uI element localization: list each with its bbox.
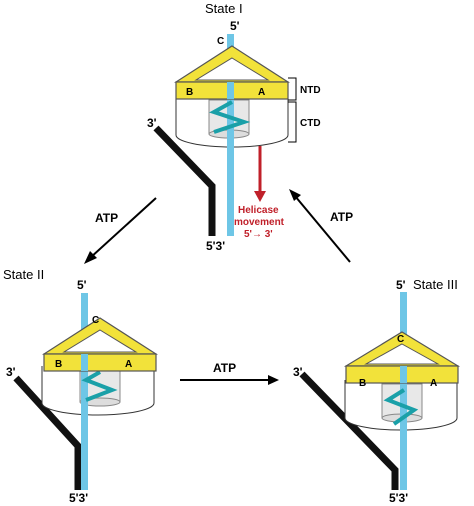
state-2-label-c: C: [92, 315, 99, 326]
state-2-bottom-5-3: 5'3': [69, 491, 88, 505]
state-2-ssdna-over-bar: [81, 354, 88, 371]
state-1-helix: [209, 100, 251, 134]
state-2-group: State II 5' 3' C B A 5'3': [3, 267, 159, 505]
state-1-ssdna-strand: [227, 34, 234, 236]
state-2-dsdna-strand: [13, 375, 82, 490]
state-3-ssdna-over-bar: [400, 366, 407, 383]
state-1-group: State I 5' 3' C B A NTD CTD 5'3' H: [147, 1, 321, 253]
state-2-label-b: B: [55, 359, 62, 370]
ctd-bracket: [288, 101, 297, 143]
state-3-bottom-5-3: 5'3': [389, 491, 408, 505]
state-1-label-b: B: [186, 87, 193, 98]
state-1-ssdna-5prime: 5': [230, 19, 240, 33]
ntd-bracket: [288, 77, 297, 101]
state-3-ssdna-5prime: 5': [396, 278, 406, 292]
arrow-3-to-1-head: [289, 189, 301, 201]
ctd-label: CTD: [300, 118, 321, 129]
state-3-title: State III: [413, 277, 458, 292]
cycle-arrows: ATP ATP ATP: [84, 189, 353, 385]
arrow-1-to-2: [89, 197, 157, 259]
helicase-movement-arrowhead: [254, 191, 266, 202]
state-2-helix: [81, 370, 118, 402]
state-3-ntd-triangle-hole: [364, 343, 440, 365]
atp-label-3: ATP: [330, 210, 353, 224]
arrow-2-to-3-head: [268, 375, 279, 385]
state-1-ntd-triangle-hole: [194, 57, 270, 81]
ntd-label: NTD: [300, 85, 321, 96]
state-2-ntd-bar: [43, 353, 157, 372]
state-3-group: State III 5' 3' C B A 5'3': [293, 277, 461, 505]
state-1-dsdna-strand: [153, 125, 216, 236]
state-2-ssdna-strand: [81, 293, 88, 490]
state-3-dsdna-strand: [299, 371, 399, 490]
state-2-title: State II: [3, 267, 44, 282]
state-2-ssdna-5prime: 5': [77, 278, 87, 292]
state-2-dsdna-3prime: 3': [6, 365, 16, 379]
state-3-label-b: B: [359, 378, 366, 389]
state-3-helix: [383, 388, 419, 426]
atp-label-1: ATP: [95, 211, 118, 225]
atp-label-2: ATP: [213, 361, 236, 375]
arrow-3-to-1: [294, 195, 351, 263]
state-2-label-a: A: [125, 359, 132, 370]
state-1-dsdna-3prime: 3': [147, 116, 157, 130]
state-3-dsdna-3prime: 3': [293, 365, 303, 379]
state-1-ssdna-over-bar: [227, 82, 234, 99]
state-3-label-c: C: [397, 334, 404, 345]
state-3-label-a: A: [430, 378, 437, 389]
helicase-movement-line1: Helicase: [238, 205, 279, 216]
state-2-ntd-triangle-hole: [62, 329, 138, 353]
state-1-title: State I: [205, 1, 243, 16]
state-1-label-a: A: [258, 87, 265, 98]
state-1-bottom-5-3: 5'3': [206, 239, 225, 253]
helicase-movement-line2: movement: [234, 217, 285, 228]
state-1-label-c: C: [217, 36, 224, 47]
helicase-movement-line3: 5'→ 3': [244, 229, 273, 240]
arrow-1-to-2-head: [84, 251, 97, 264]
